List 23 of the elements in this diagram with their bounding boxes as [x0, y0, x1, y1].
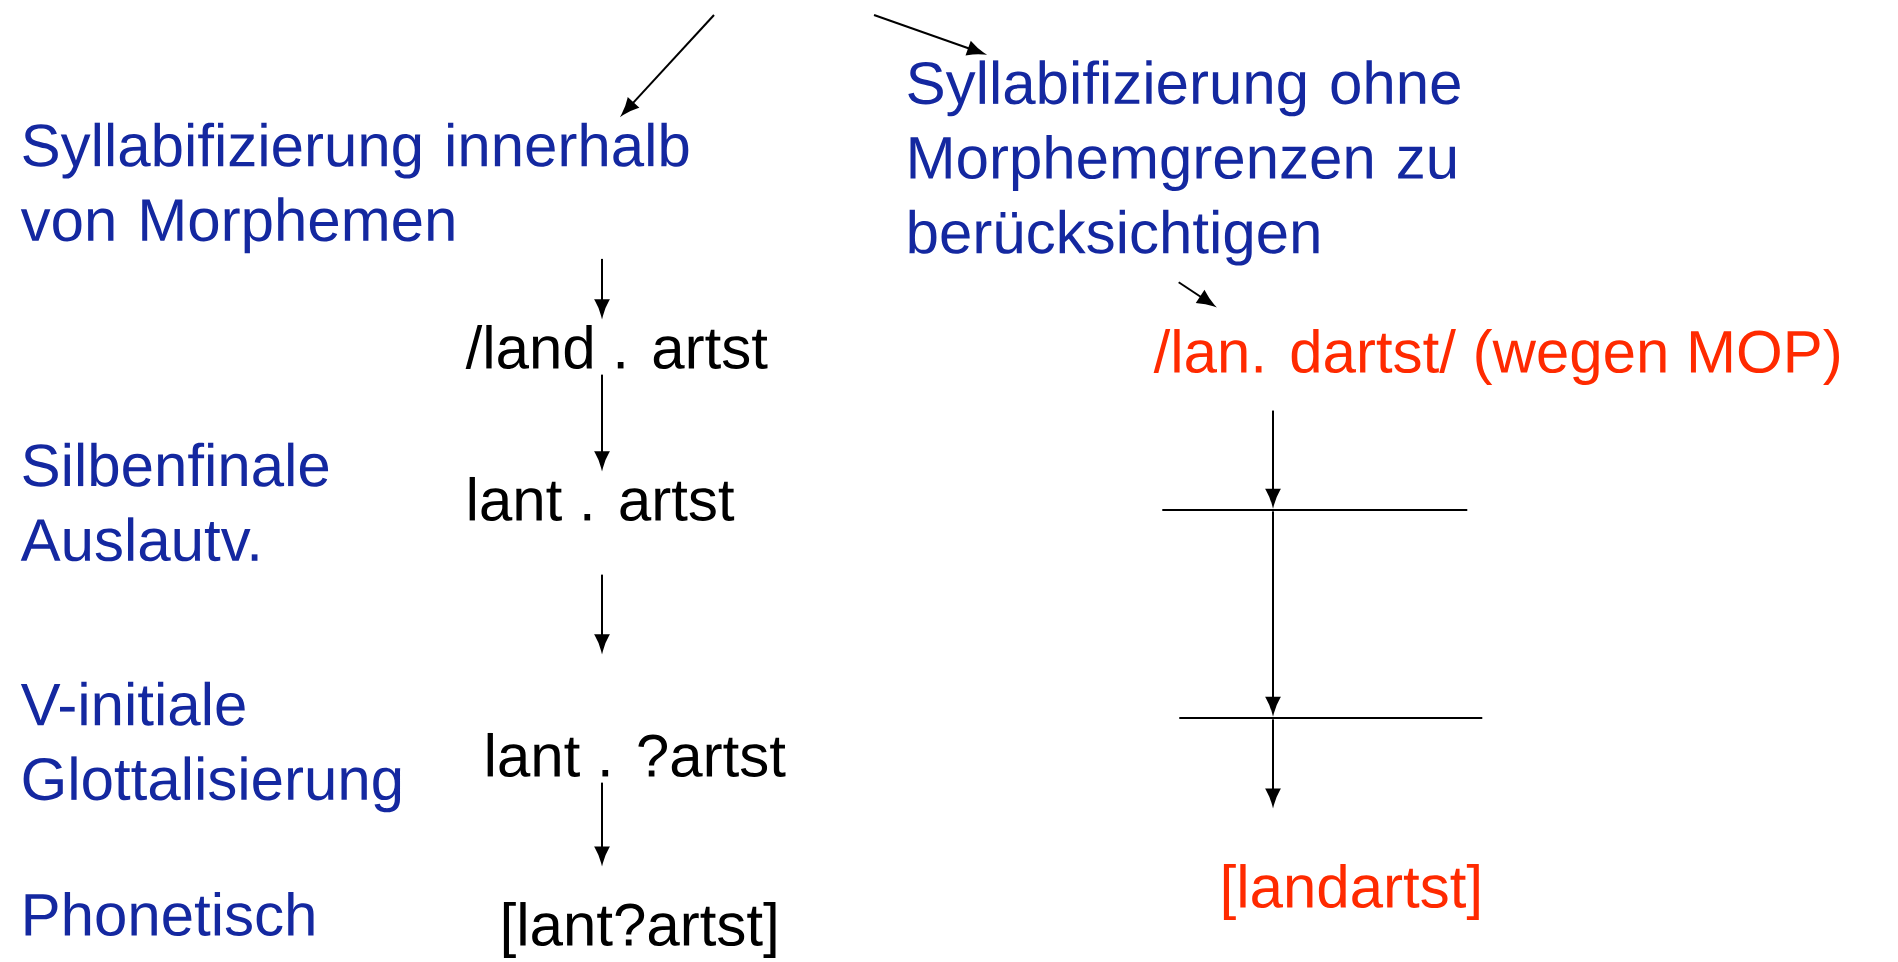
step-text: /land . artst: [465, 324, 768, 370]
arrow: [594, 373, 610, 469]
arrow: [1265, 510, 1281, 714]
arrow: [621, 14, 715, 116]
step-text: lant . artst: [469, 476, 735, 522]
arrow: [873, 14, 985, 56]
arrow: [1265, 718, 1281, 806]
rule-label: Phonetisch: [25, 891, 314, 937]
arrow: [1265, 409, 1281, 506]
arrow: [594, 781, 610, 864]
step-text: lant . ?artst: [487, 732, 786, 778]
arrow: [594, 573, 610, 652]
arrow: [594, 257, 610, 317]
step-text: [landartst]: [1223, 864, 1479, 920]
arrow: [1177, 281, 1215, 307]
blank-line: [1162, 508, 1468, 512]
blank-line: [1179, 716, 1483, 720]
step-text: [lant?artst]: [503, 902, 776, 958]
step-text: Syllabifizierung ohne Morphemgrenzen zu berücksichtigen: [908, 60, 1460, 266]
step-text: Syllabifizierung innerhalb von Morphemen: [20, 122, 689, 254]
rule-label: V-initiale Glottalisierung: [20, 681, 401, 813]
rule-label: Silbenfinale Auslautv.: [20, 442, 329, 562]
step-text: /lan. dartst/ (wegen MOP): [1153, 329, 1839, 385]
